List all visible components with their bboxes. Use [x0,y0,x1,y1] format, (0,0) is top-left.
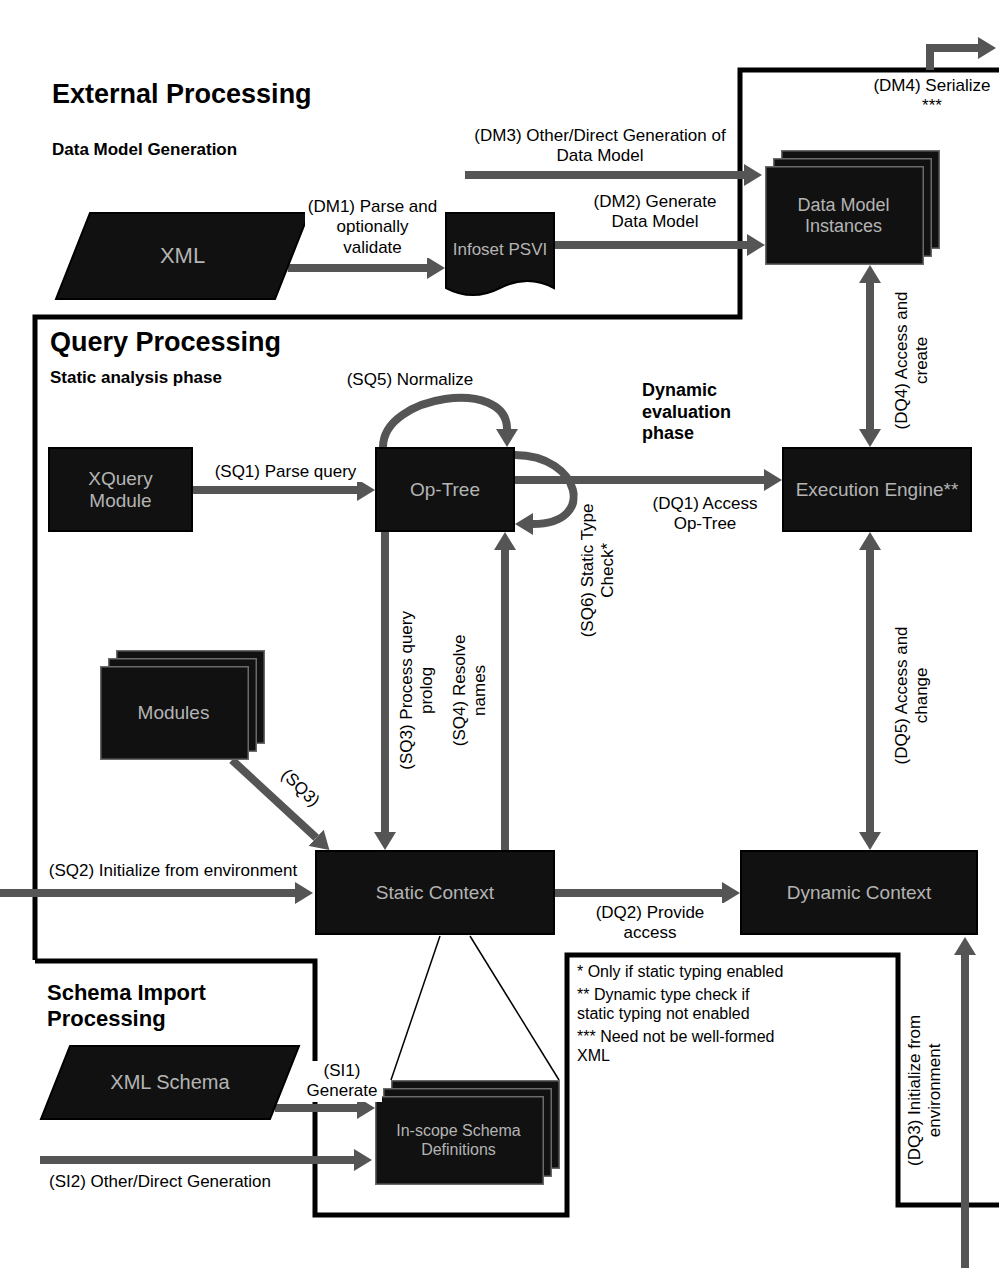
part-of-leader [470,936,559,1080]
step-label: (DQ1) Access Op-Tree [640,494,770,535]
process-box: Execution Engine** [782,447,972,532]
document-stack: Modules [100,650,265,760]
node-outline-part [376,448,514,531]
document-stack: In-scope Schema Definitions [375,1080,560,1185]
node-outline-part [56,213,309,299]
node-label: In-scope Schema Definitions [379,1122,538,1159]
step-label: (SQ6) Static Type Check* [578,495,619,645]
flow-arrow [515,455,574,524]
input-document: XML Schema [40,1045,300,1120]
region-heading: Query Processing [48,326,378,358]
process-box: Op-Tree [375,447,515,532]
process-box: XQuery Module [48,447,193,532]
flow-arrow [275,1104,357,1112]
phase-heading: Static analysis phase [48,368,288,388]
footnote: *** Need not be well-formed XML [575,1027,790,1065]
node-outline-part [741,851,977,934]
node-label: Infoset PSVI [453,240,548,260]
step-label: (SI1) Generate [302,1061,382,1102]
node-label: Data Model Instances [769,195,918,236]
environment-arrow [961,955,969,1268]
node-outline-part [101,667,249,760]
flow-arrow [866,283,874,429]
step-label: (SQ4) Resolve names [450,615,491,765]
flow-arrow [515,476,764,484]
region-border [35,955,999,1215]
node-outline-part [446,213,554,295]
phase-heading: Data Model Generation [50,140,310,160]
footnote: ** Dynamic type check if static typing n… [575,985,790,1023]
region-heading: Schema Import Processing [45,980,285,1033]
node-outline-part [41,1046,299,1119]
step-label: (SQ5) Normalize [320,370,500,390]
step-label: (DQ4) Access and create [892,285,933,435]
node-outline-part [49,448,192,531]
flow-arrow [866,550,874,832]
part-of-leader [391,936,440,1080]
step-label: (DM3) Other/Direct Generation of Data Mo… [470,126,730,167]
step-label: (SQ2) Initialize from environment [42,861,304,881]
node-outline-part [783,448,971,531]
document-shape: Infoset PSVI [445,212,555,302]
context-box: Static Context [315,850,555,935]
region-heading: External Processing [50,78,380,110]
phase-heading: Dynamic evaluation phase [640,380,780,445]
context-box: Dynamic Context [740,850,978,935]
node-label: Execution Engine** [796,479,959,501]
step-label: (DQ5) Access and change [892,595,933,795]
node-label: Static Context [376,882,494,904]
flow-arrow [555,241,747,249]
flow-arrow [555,889,722,897]
flow-arrow [383,398,507,447]
step-label: (DM2) Generate Data Model [580,192,730,233]
step-label: (SQ3) [268,757,333,820]
direct-generation-arrow [465,171,744,179]
step-label: (DQ2) Provide access [570,903,730,944]
step-label: (DM4) Serialize *** [868,76,996,117]
step-label: (SQ3) Process query prolog [397,605,438,775]
document-stack: Data Model Instances [765,150,940,265]
input-document: XML [55,212,310,300]
flow-arrow [381,532,389,832]
step-label: (SQ1) Parse query [198,462,373,482]
flow-arrow [501,550,509,850]
environment-arrow [0,889,295,897]
node-label: Op-Tree [410,479,480,501]
footnote: * Only if static typing enabled [575,962,790,981]
node-label: XQuery Module [56,468,185,512]
flow-arrow [288,264,427,272]
node-outline-part [766,167,924,265]
flow-arrow [193,486,357,494]
node-outline-part [316,851,554,934]
step-label: (SI2) Other/Direct Generation [40,1172,280,1192]
node-label: Dynamic Context [787,882,932,904]
node-label: Modules [138,702,210,724]
serialize-arrow [930,48,978,70]
node-outline-part [376,1097,544,1185]
step-label: (DQ3) Initialize from environment [905,985,946,1195]
node-label: XML [160,243,205,268]
direct-generation-arrow [40,1156,354,1164]
step-label: (DM1) Parse and optionally validate [305,197,440,258]
region-border [35,70,999,960]
node-label: XML Schema [110,1071,229,1094]
